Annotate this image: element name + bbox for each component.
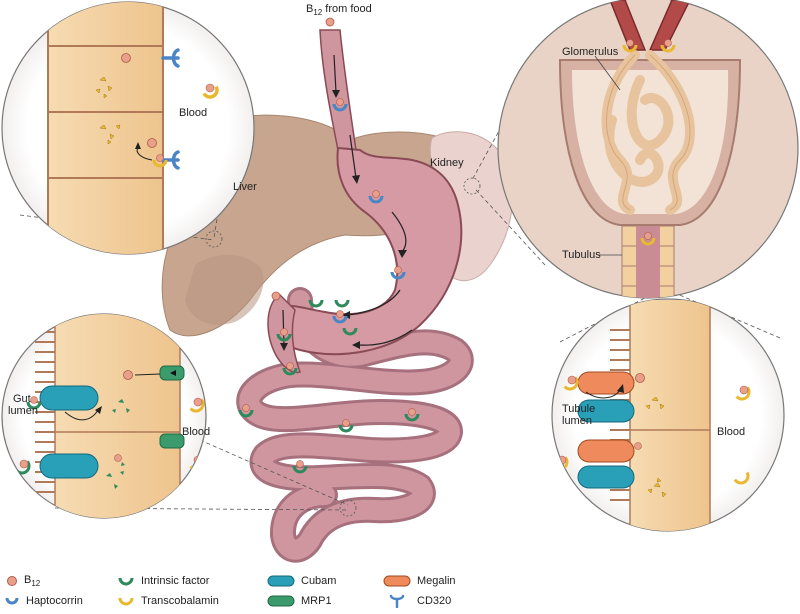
cubam-icon bbox=[267, 575, 295, 587]
legend-item-intrinsic-factor: Intrinsic factor bbox=[117, 572, 209, 590]
legend-item-transcobalamin: Transcobalamin bbox=[117, 592, 219, 610]
transport-arrows bbox=[280, 54, 413, 351]
label-liver: Liver bbox=[233, 181, 257, 193]
legend-item-mrp1: MRP1 bbox=[267, 592, 332, 610]
label-tubule-lumen: lumen bbox=[562, 415, 592, 427]
liver-zoom-marker bbox=[205, 230, 223, 248]
b12-absorption-diagram: Blood bbox=[1, 0, 799, 563]
small-intestine bbox=[236, 287, 474, 563]
label-blood-gut: Blood bbox=[182, 426, 210, 438]
legend-label-cubam: Cubam bbox=[301, 575, 337, 587]
label-b12-from-food: B12 from food bbox=[306, 3, 372, 17]
legend-item-megalin: Megalin bbox=[383, 572, 456, 590]
legend-label-transcobalamin: Transcobalamin bbox=[141, 595, 219, 607]
legend: B12 Haptocorrin Intrinsic factor Transco… bbox=[0, 570, 800, 614]
cd320-icon bbox=[389, 594, 405, 608]
label-kidney: Kidney bbox=[430, 157, 464, 169]
legend-label-cd320: CD320 bbox=[417, 595, 452, 607]
intrinsic-factor-icon bbox=[118, 577, 134, 586]
kidney-zoom-marker bbox=[463, 177, 481, 195]
mrp1-icon bbox=[267, 595, 295, 607]
megalin-icon bbox=[383, 575, 411, 587]
label-tubule: Tubule bbox=[562, 403, 595, 415]
legend-item-haptocorrin: Haptocorrin bbox=[4, 592, 83, 610]
label-gut-lumen: lumen bbox=[8, 405, 38, 417]
gut-zoom-marker bbox=[339, 499, 357, 517]
liver-zoom-circle bbox=[1, 1, 255, 255]
gi-b12-complexes bbox=[238, 17, 420, 474]
label-gut: Gut bbox=[13, 393, 31, 405]
legend-label-mrp1: MRP1 bbox=[301, 595, 332, 607]
label-tubulus: Tubulus bbox=[562, 249, 601, 261]
legend-label-b12: B12 bbox=[24, 573, 41, 589]
haptocorrin-icon bbox=[5, 597, 19, 605]
label-blood-liver: Blood bbox=[179, 107, 207, 119]
b12-icon bbox=[7, 576, 17, 586]
legend-label-megalin: Megalin bbox=[417, 575, 456, 587]
glomerulus-zoom-circle bbox=[497, 0, 799, 299]
label-glomerulus: Glomerulus bbox=[562, 46, 619, 58]
legend-label-intrinsic-factor: Intrinsic factor bbox=[141, 575, 210, 587]
gut-zoom-circle bbox=[1, 313, 207, 519]
legend-item-cubam: Cubam bbox=[267, 572, 336, 590]
legend-item-cd320: CD320 bbox=[383, 592, 451, 610]
legend-item-b12: B12 bbox=[6, 572, 40, 590]
transcobalamin-icon bbox=[118, 597, 134, 606]
legend-label-haptocorrin: Haptocorrin bbox=[26, 595, 83, 607]
label-blood-tubule: Blood bbox=[717, 426, 745, 438]
liver-lower-lobe bbox=[185, 254, 264, 325]
